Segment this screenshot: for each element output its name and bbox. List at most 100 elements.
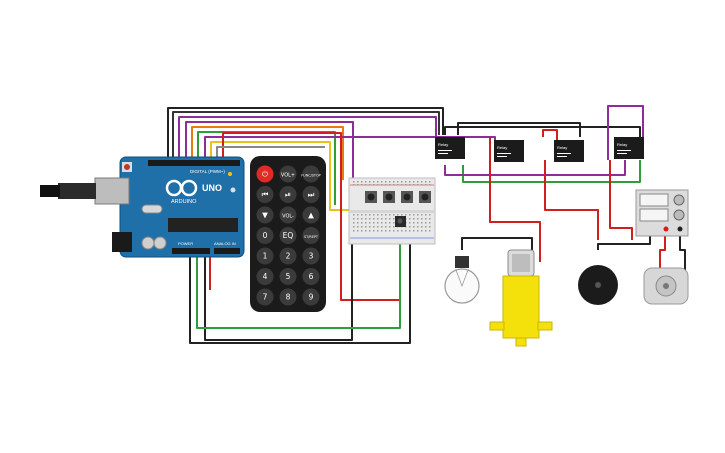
- wire-black-top-2[interactable]: [172, 111, 440, 160]
- remote-key[interactable]: ⏭: [302, 186, 320, 203]
- remote-key-label: 9: [309, 293, 314, 302]
- remote-key[interactable]: ST/REPT: [302, 227, 320, 244]
- remote-key-label: ST/REPT: [304, 235, 319, 239]
- power-jack[interactable]: [112, 232, 132, 252]
- remote-key-label: 7: [263, 293, 268, 302]
- wire-black-psu[interactable]: [679, 228, 686, 270]
- remote-key[interactable]: 5: [279, 268, 297, 285]
- remote-key-label: 8: [286, 293, 291, 302]
- arduino-logo-icon: [165, 179, 198, 197]
- remote-key-label: VOL+: [281, 173, 295, 179]
- wire-red-relay3[interactable]: [544, 160, 599, 240]
- usb-port[interactable]: [94, 177, 130, 205]
- wire-purple-top-1[interactable]: [178, 116, 437, 160]
- voltage-knob[interactable]: [673, 194, 685, 206]
- wire-red-relay1[interactable]: [489, 137, 541, 262]
- light-bulb[interactable]: [444, 256, 480, 304]
- remote-key-label: FUNC/STOP: [301, 174, 320, 178]
- relay-module[interactable]: Relay: [435, 137, 465, 159]
- wire-purple-relays[interactable]: [444, 160, 626, 176]
- wire-red-motor[interactable]: [659, 228, 666, 270]
- wire-black-bus-2[interactable]: [457, 122, 581, 137]
- relay-label: Relay: [617, 142, 627, 147]
- wire-black-bottom[interactable]: [204, 228, 353, 341]
- remote-keys: ⏻ VOL+ FUNC/STOP ⏮ ⏯ ⏭ ▼ VOL- ▲ 0 EQ ST/REPT 1 2 3 4 5 6 7…: [256, 165, 321, 306]
- wires: [167, 105, 686, 344]
- power-header[interactable]: [172, 248, 210, 254]
- remote-key-label: ⏭: [308, 190, 315, 199]
- usb-cable[interactable]: [58, 183, 96, 199]
- remote-key[interactable]: 8: [279, 288, 297, 306]
- remote-key-label: 2: [286, 252, 291, 261]
- relay-module[interactable]: Relay: [494, 140, 524, 162]
- wire-red-relay4[interactable]: [609, 160, 633, 240]
- power-supply[interactable]: [635, 189, 689, 237]
- remote-key[interactable]: 2: [279, 247, 297, 265]
- remote-key[interactable]: ⏮: [256, 186, 274, 203]
- wire-purple-tall[interactable]: [607, 105, 644, 160]
- remote-key-label: 6: [309, 272, 314, 281]
- push-button[interactable]: [365, 191, 377, 203]
- remote-key[interactable]: VOL-: [279, 206, 297, 224]
- wire-purple-top-2[interactable]: [185, 121, 354, 200]
- remote-key[interactable]: ▲: [302, 206, 320, 224]
- remote-key-label: ⏮: [262, 190, 269, 199]
- relay-label: Relay: [438, 142, 448, 147]
- remote-key-label: 4: [263, 272, 268, 281]
- digital-header[interactable]: [148, 160, 240, 166]
- breadboard-holes: [353, 181, 431, 232]
- atmega-chip: [168, 218, 238, 232]
- push-button[interactable]: [383, 191, 395, 203]
- wire-black-lamp[interactable]: [461, 237, 533, 258]
- relay-module[interactable]: Relay: [614, 137, 644, 159]
- wire-black-top-1[interactable]: [167, 107, 444, 160]
- remote-key[interactable]: EQ: [279, 227, 297, 244]
- arduino-uno-board[interactable]: ARDUINO UNO DIGITAL (PWM~) POWER ANALOG …: [40, 156, 245, 258]
- remote-key[interactable]: 1: [256, 247, 274, 265]
- breadboard[interactable]: [348, 177, 436, 245]
- relay-label: Relay: [557, 145, 567, 150]
- wire-black-bus[interactable]: [444, 126, 641, 137]
- dc-motor[interactable]: [643, 267, 689, 305]
- power-header-label: POWER: [178, 241, 193, 246]
- dc-gear-motor[interactable]: [489, 249, 553, 347]
- wire-green-relays[interactable]: [462, 160, 641, 183]
- wire-black-bottom-2[interactable]: [189, 228, 411, 344]
- remote-key-label: 0: [263, 231, 268, 240]
- wire-orange-top[interactable]: [191, 126, 344, 180]
- wire-black-buzzer[interactable]: [597, 236, 651, 250]
- piezo-buzzer[interactable]: [578, 265, 618, 305]
- relay-module[interactable]: Relay: [554, 140, 584, 162]
- remote-key[interactable]: ▼: [256, 206, 274, 224]
- remote-key[interactable]: 3: [302, 247, 320, 265]
- capacitor: [141, 236, 155, 250]
- push-button[interactable]: [419, 191, 431, 203]
- ir-remote[interactable]: ⏻ VOL+ FUNC/STOP ⏮ ⏯ ⏭ ▼ VOL- ▲ 0 EQ ST/REPT 1 2 3 4 5 6 7…: [250, 156, 326, 312]
- wire-red-relay2[interactable]: [542, 129, 558, 148]
- analog-header[interactable]: [214, 248, 240, 254]
- current-knob[interactable]: [673, 209, 685, 221]
- remote-key-label: ▲: [308, 211, 314, 220]
- wire-green-bottom[interactable]: [196, 238, 401, 329]
- remote-key[interactable]: FUNC/STOP: [301, 165, 321, 183]
- remote-key[interactable]: 9: [302, 288, 320, 306]
- remote-key-label: 3: [309, 252, 314, 261]
- remote-key[interactable]: ⏯: [279, 186, 297, 203]
- digital-header-label: DIGITAL (PWM~): [190, 169, 225, 174]
- remote-key[interactable]: VOL+: [279, 165, 297, 183]
- wire-gray-top[interactable]: [216, 146, 325, 160]
- remote-key-label: ⏻: [262, 170, 269, 179]
- remote-key-label: EQ: [283, 231, 294, 240]
- remote-key[interactable]: 0: [256, 227, 274, 244]
- push-button[interactable]: [401, 191, 413, 203]
- remote-key-label: ▼: [262, 211, 268, 220]
- remote-key[interactable]: ⏻: [256, 165, 274, 183]
- relay-label: Relay: [497, 145, 507, 150]
- remote-key[interactable]: 4: [256, 268, 274, 285]
- remote-key-label: ⏯: [285, 190, 291, 199]
- remote-key[interactable]: 7: [256, 288, 274, 306]
- remote-key[interactable]: 6: [302, 268, 320, 285]
- arduino-model: UNO: [202, 183, 222, 193]
